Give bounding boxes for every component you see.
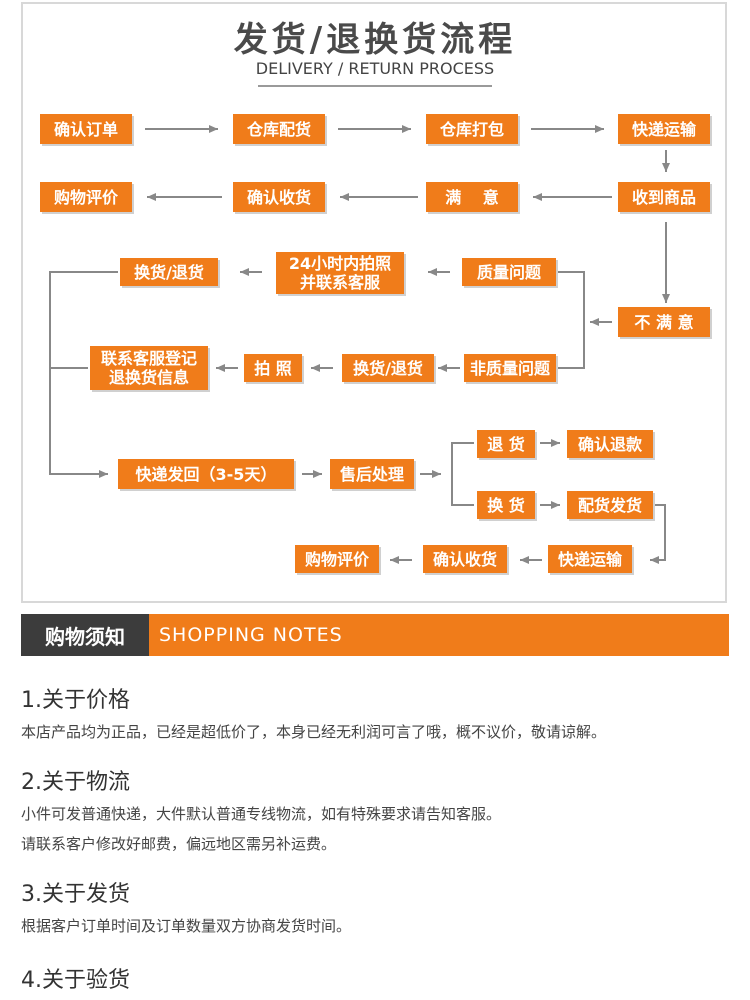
step-express-ship-2: 快递运输 [548, 545, 632, 573]
step-take-photo: 拍 照 [244, 354, 302, 382]
step-confirm-order: 确认订单 [40, 114, 132, 144]
step-quality-issue: 质量问题 [462, 258, 556, 286]
step-express-ship: 快递运输 [618, 114, 710, 144]
step-review-2: 购物评价 [295, 545, 379, 573]
step-non-quality-issue: 非质量问题 [464, 354, 556, 382]
step-exchange-goods: 换 货 [477, 491, 535, 519]
note-heading: 3.关于发货 [21, 882, 130, 907]
step-confirm-refund: 确认退款 [567, 430, 653, 458]
bracket-quality [557, 271, 585, 369]
left-bus-line [49, 271, 118, 478]
flow-panel [21, 2, 727, 603]
step-satisfied: 满 意 [426, 182, 518, 212]
note-heading: 4.关于验货 [21, 968, 130, 993]
step-allocate-ship: 配货发货 [567, 491, 653, 519]
note-text: 小件可发普通快递，大件默认普通专线物流，如有特殊要求请告知客服。 [21, 805, 502, 823]
step-review: 购物评价 [40, 182, 132, 212]
page-title: 发货/退换货流程 [233, 20, 517, 60]
shopping-notes-bar: 购物须知 SHOPPING NOTES [21, 614, 729, 656]
step-return-goods: 退 货 [477, 430, 535, 458]
step-confirm-receipt-2: 确认收货 [423, 545, 507, 573]
step-photo-24h: 24小时内拍照 并联系客服 [276, 252, 404, 294]
note-text: 请联系客户修改好邮费，偏远地区需另补运费。 [21, 835, 337, 853]
arrow-allocate-to-express2 [650, 504, 666, 564]
bracket-return-exchange [451, 442, 474, 506]
step-express-back: 快递发回（3-5天） [118, 459, 294, 489]
step-unsatisfied: 不 满 意 [618, 307, 710, 337]
step-confirm-receipt: 确认收货 [233, 182, 325, 212]
subtitle-divider [258, 85, 492, 87]
step-warehouse-allocate: 仓库配货 [233, 114, 325, 144]
step-warehouse-pack: 仓库打包 [426, 114, 518, 144]
step-contact-register: 联系客服登记 退换货信息 [90, 346, 208, 390]
flow-connectors [49, 125, 670, 564]
note-heading: 2.关于物流 [21, 770, 130, 795]
step-after-sales: 售后处理 [330, 459, 414, 489]
notes-bar-cn-label: 购物须知 [21, 614, 149, 656]
page-subtitle: DELIVERY / RETURN PROCESS [255, 59, 495, 78]
note-text: 本店产品均为正品，已经是超低价了，本身已经无利润可言了哦，概不议价，敬请谅解。 [21, 723, 607, 741]
step-receive-goods: 收到商品 [618, 182, 710, 212]
step-exchange-return-a: 换货/退货 [120, 258, 218, 286]
notes-bar-en-label: SHOPPING NOTES [149, 614, 729, 656]
note-heading: 1.关于价格 [21, 688, 130, 713]
step-exchange-return-b: 换货/退货 [342, 354, 434, 382]
note-text: 根据客户订单时间及订单数量双方协商发货时间。 [21, 917, 352, 935]
